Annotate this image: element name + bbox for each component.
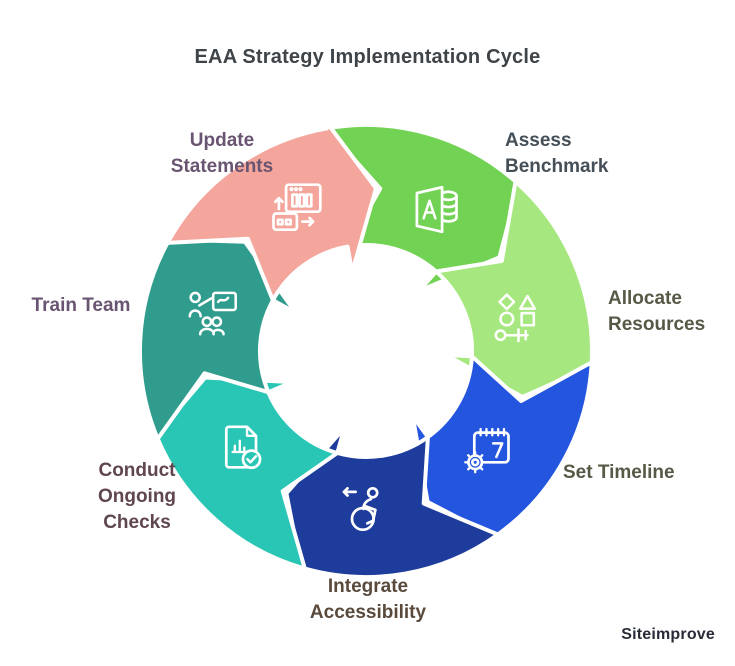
label-train-team: Train Team bbox=[22, 293, 140, 319]
segment-set-timeline bbox=[410, 354, 594, 543]
label-line: Train Team bbox=[31, 295, 131, 316]
label-set-timeline: Set Timeline bbox=[563, 460, 675, 486]
segment-integrate-accessibility bbox=[284, 426, 500, 580]
label-line: Set Timeline bbox=[563, 462, 675, 483]
segment-train-team bbox=[138, 237, 298, 441]
label-allocate-resources: Allocate Resources bbox=[608, 286, 705, 338]
label-line: Resources bbox=[608, 314, 706, 335]
label-line: Allocate bbox=[608, 288, 682, 309]
label-line: Assess bbox=[505, 130, 572, 151]
segment-update-statements bbox=[165, 118, 378, 303]
segment-allocate-resources bbox=[434, 179, 602, 399]
page-title: EAA Strategy Implementation Cycle bbox=[194, 46, 541, 68]
label-line: Statements bbox=[170, 156, 274, 177]
label-line: Conduct bbox=[98, 460, 176, 481]
label-line: Benchmark bbox=[505, 156, 609, 177]
label-line: Update bbox=[189, 130, 255, 151]
label-line: Ongoing bbox=[97, 486, 177, 507]
label-update-statements: Update Statements bbox=[132, 128, 312, 180]
label-line: Checks bbox=[103, 512, 171, 533]
label-assess-benchmark: Assess Benchmark bbox=[505, 128, 609, 180]
siteimprove-logo: Siteimprove bbox=[621, 626, 715, 643]
segment-conduct-ongoing-checks bbox=[148, 375, 340, 571]
label-conduct-ongoing-checks: Conduct Ongoing Checks bbox=[61, 458, 213, 536]
label-line: Accessibility bbox=[309, 602, 427, 623]
label-line: Integrate bbox=[327, 576, 409, 597]
label-integrate-accessibility: Integrate Accessibility bbox=[262, 574, 474, 626]
